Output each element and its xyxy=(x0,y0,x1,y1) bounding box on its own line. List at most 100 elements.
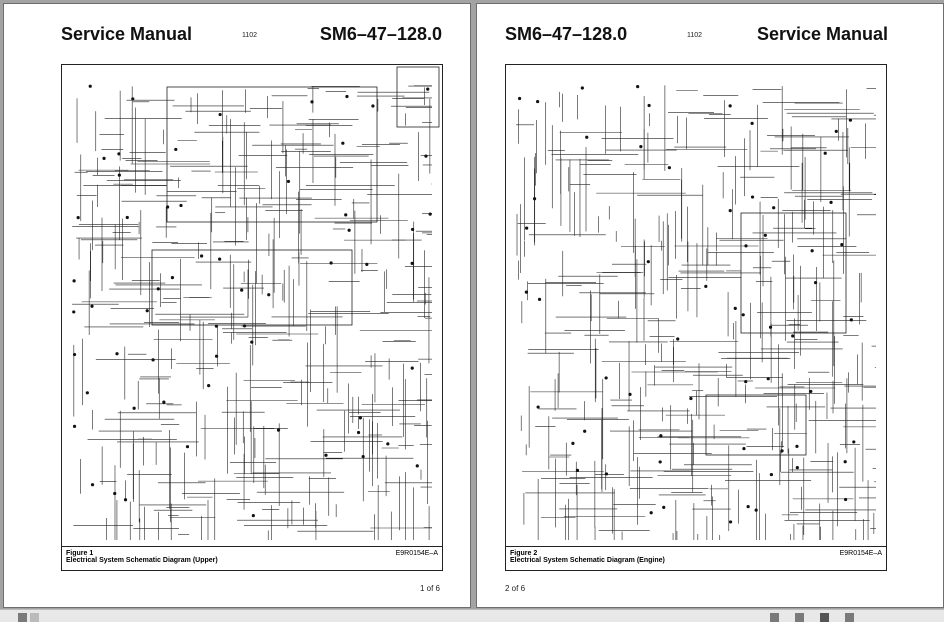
connector xyxy=(72,279,76,283)
schematic-box xyxy=(151,249,353,326)
header-title: Service Manual xyxy=(61,24,193,44)
connector xyxy=(415,464,419,468)
connector xyxy=(185,445,190,449)
connector xyxy=(132,406,136,410)
connector xyxy=(810,249,814,253)
connector xyxy=(768,325,773,329)
hand-tool-icon[interactable] xyxy=(30,613,39,622)
connector xyxy=(639,144,643,149)
connector xyxy=(848,118,853,122)
schematic-box xyxy=(396,66,440,128)
connector xyxy=(426,87,430,91)
connector xyxy=(113,491,117,496)
connector xyxy=(170,275,175,280)
connector xyxy=(72,310,76,314)
connector xyxy=(151,358,155,362)
connector xyxy=(849,318,853,322)
connector xyxy=(646,260,650,264)
connector xyxy=(123,498,128,502)
connector xyxy=(386,442,390,446)
connector xyxy=(676,337,680,341)
connector xyxy=(242,324,247,328)
connector xyxy=(763,233,767,237)
continuous-view-icon[interactable] xyxy=(795,613,804,622)
connector xyxy=(744,380,748,384)
connector xyxy=(689,396,693,401)
connector xyxy=(536,405,540,409)
connector xyxy=(115,352,119,356)
figure-number: Figure 2 xyxy=(510,550,538,557)
connector xyxy=(72,424,77,428)
figure-caption: Figure 2 Electrical System Schematic Dia… xyxy=(506,546,886,570)
connector xyxy=(365,262,369,266)
connector xyxy=(179,203,183,208)
figure-id: E9R0154E–A xyxy=(395,550,438,557)
connector xyxy=(214,354,219,358)
manual-number: SM6–47–128.0 xyxy=(505,24,628,44)
connector xyxy=(604,472,609,476)
connector xyxy=(156,287,160,291)
two-page-view-icon[interactable] xyxy=(820,613,829,622)
header-title: Service Manual xyxy=(756,24,888,44)
schematic-diagram xyxy=(72,66,440,540)
pdf-page-1: Service Manual 1102 SM6–47–128.0 Figure … xyxy=(3,3,471,608)
connector xyxy=(162,400,166,404)
connector xyxy=(131,97,135,101)
connector xyxy=(125,215,129,220)
connector xyxy=(536,99,540,104)
connector xyxy=(585,135,589,139)
connector xyxy=(813,280,818,285)
connector xyxy=(795,466,799,470)
connector xyxy=(344,213,348,217)
connector xyxy=(517,96,522,101)
connector xyxy=(742,447,746,451)
connector xyxy=(769,472,774,477)
schematic-figure-upper: Figure 1 Electrical System Schematic Dia… xyxy=(61,64,443,571)
connector xyxy=(207,384,211,388)
schematic-box xyxy=(705,394,807,456)
connector xyxy=(85,391,89,395)
connector xyxy=(659,434,663,438)
connector xyxy=(214,324,219,328)
connector xyxy=(250,340,254,344)
connector xyxy=(604,376,608,380)
connector xyxy=(809,389,813,394)
connector xyxy=(324,453,328,457)
connector xyxy=(410,261,414,265)
connector xyxy=(345,94,349,99)
pdf-page-2: SM6–47–128.0 1102 Service Manual Figure … xyxy=(476,3,944,608)
schematic-figure-engine: Figure 2 Electrical System Schematic Dia… xyxy=(505,64,887,571)
single-page-view-icon[interactable] xyxy=(770,613,779,622)
connector xyxy=(667,166,671,170)
select-tool-icon[interactable] xyxy=(18,613,27,622)
connector xyxy=(728,104,732,108)
connector xyxy=(90,483,95,487)
connector xyxy=(658,460,662,464)
connector xyxy=(583,429,587,433)
connector xyxy=(780,449,784,453)
page-number: 1 of 6 xyxy=(419,584,440,593)
connector xyxy=(90,304,94,308)
connector xyxy=(410,366,414,370)
connector xyxy=(341,141,345,145)
connector xyxy=(829,200,833,204)
connector xyxy=(166,205,170,209)
figure-title: Electrical System Schematic Diagram (Upp… xyxy=(66,557,218,564)
connector xyxy=(218,112,222,117)
schematic-diagram xyxy=(516,84,876,540)
connector xyxy=(371,104,375,108)
connector xyxy=(571,441,575,445)
connector xyxy=(766,377,770,381)
figure-caption: Figure 1 Electrical System Schematic Dia… xyxy=(62,546,442,570)
connector xyxy=(251,513,255,518)
two-page-continuous-view-icon[interactable] xyxy=(845,613,854,622)
connector xyxy=(117,173,121,177)
connector xyxy=(72,352,77,357)
connector xyxy=(754,508,758,512)
connector xyxy=(852,440,856,444)
connector xyxy=(240,288,244,292)
connector xyxy=(662,505,666,509)
revision-code: 1102 xyxy=(687,32,703,39)
connector xyxy=(580,86,584,90)
page-number: 2 of 6 xyxy=(505,584,526,593)
